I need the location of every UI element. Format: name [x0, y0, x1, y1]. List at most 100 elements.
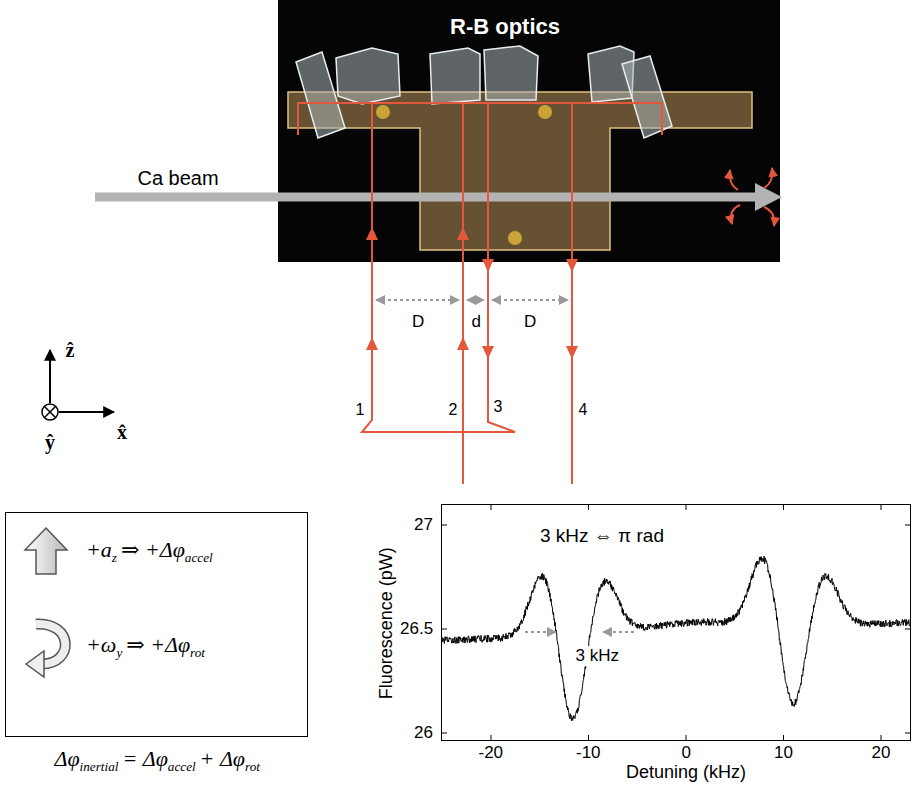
formula-text: + Δφ	[200, 746, 245, 771]
dimension-label-group: d	[472, 312, 481, 332]
laser-beam	[462, 103, 464, 484]
laser-beams	[298, 103, 662, 484]
callout-number-group: 3	[494, 398, 503, 416]
formula-text: z	[112, 550, 117, 565]
laser-beam	[571, 103, 573, 484]
tick-label: -10	[576, 743, 601, 762]
tick-label: 0	[682, 743, 691, 762]
width-arrow	[603, 631, 634, 633]
formula-text: accel	[168, 759, 196, 774]
dimension-label: D	[412, 312, 424, 331]
axis-label: ẑ	[66, 339, 75, 361]
prism	[484, 46, 538, 100]
beam-arrowhead	[482, 259, 494, 272]
dimension-label-group: D	[524, 312, 536, 332]
tick-label: 26	[414, 723, 433, 742]
tick-label: 26.5	[400, 619, 433, 638]
tick-label-group: -10	[576, 743, 601, 763]
tick-label-group: 26.5	[400, 619, 433, 639]
width-arrow	[525, 631, 556, 633]
dimension-arrows	[376, 299, 568, 301]
prism	[336, 48, 400, 104]
panel-title: R-B optics	[450, 14, 560, 39]
callout-number: 2	[449, 401, 458, 418]
axis-title: Fluorescence (pW)	[376, 547, 396, 699]
tick-label: 27	[414, 515, 433, 534]
callout-number: 3	[494, 398, 503, 415]
axis-label-group: ẑ	[66, 339, 75, 362]
tick-label-group: 20	[872, 743, 891, 763]
callout-number: 1	[356, 401, 365, 418]
formula-text-group: Δφinertial= Δφaccel+ Δφrot	[55, 746, 260, 774]
fluorescence-curve	[442, 556, 910, 721]
atomic-beam-head	[755, 183, 782, 211]
fluorescence-arrow	[731, 205, 740, 224]
beam-arrowheads	[366, 227, 578, 359]
beam-arrowhead	[566, 346, 578, 359]
beam-arrowhead	[457, 337, 469, 350]
prisms	[296, 46, 672, 138]
axis-label: x̂	[117, 421, 127, 443]
axis-ticks	[441, 504, 911, 741]
width-arrows	[525, 631, 634, 633]
tick-label-group: 0	[682, 743, 691, 763]
beam-arrowhead	[366, 337, 378, 350]
accel-arrow-icon	[25, 528, 67, 574]
axis-label-group: ŷ	[45, 431, 55, 454]
screw	[538, 105, 552, 119]
axis-label-group: x̂	[117, 421, 127, 444]
axis-into-page	[42, 404, 58, 420]
photo-panel: R-B optics	[278, 0, 780, 262]
formula-text: rot	[245, 759, 260, 774]
screw	[508, 231, 522, 245]
tick-label-group: 26	[414, 723, 433, 743]
formula-text: accel	[185, 550, 213, 565]
tick-label: 20	[872, 743, 891, 762]
tick-label-group: 10	[774, 743, 793, 763]
plot-frame: 3 kHz ⇔ π rad 3 kHz	[441, 504, 911, 741]
fluorescence-arrow	[764, 168, 772, 188]
formula-text: +a	[86, 537, 112, 562]
annotation-group: 3 kHz ⇔ π rad	[540, 525, 664, 547]
beam-arrowhead	[457, 227, 469, 240]
callout-number-group: 2	[449, 401, 458, 419]
tick-label-group: 27	[414, 515, 433, 535]
annotation: 3 kHz	[576, 646, 619, 665]
axes-icon	[42, 350, 114, 420]
screw	[376, 105, 390, 119]
formula-text: +ω	[86, 632, 116, 657]
formula-text-group: +ωy⇒ +Δφrot	[86, 632, 205, 660]
callout-number: 4	[579, 401, 588, 418]
formula-text: inertial	[80, 759, 119, 774]
tick-label: -20	[479, 743, 504, 762]
dimension-label-group: D	[412, 312, 424, 332]
axis-label: ŷ	[45, 431, 55, 453]
fluorescence-symbol	[730, 168, 775, 226]
formula-text: = Δφ	[122, 746, 167, 771]
prism	[430, 48, 480, 104]
dimension-arrow	[492, 299, 568, 301]
beam-label-group: Ca beam	[138, 167, 219, 190]
dimension-arrow	[376, 299, 459, 301]
panel-title-group: R-B optics	[450, 14, 560, 39]
formula-box: +az ⇒ +Δφaccel +ωy⇒ +Δφrot	[5, 512, 308, 737]
atomic-beam	[95, 193, 757, 202]
annotation: 3 kHz ⇔ π rad	[540, 525, 664, 546]
photo-background	[278, 0, 780, 262]
prism	[622, 56, 672, 138]
callout-number-group: 4	[579, 401, 588, 419]
beam-arrowhead	[366, 227, 378, 240]
axis-arrow	[49, 350, 51, 403]
tick-marks	[441, 504, 911, 741]
callout-number-group: 1	[356, 401, 365, 419]
tick-label-group: -20	[479, 743, 504, 763]
dimension-label: d	[472, 312, 481, 331]
formula-text-group: +az ⇒ +Δφaccel	[86, 537, 213, 565]
annotation-group: 3 kHz	[573, 646, 622, 666]
beam-arrowhead	[566, 259, 578, 272]
formula-text: ⇒ +Δφ	[121, 537, 185, 562]
axis-cross	[45, 407, 56, 418]
beam-arrowhead	[482, 346, 494, 359]
